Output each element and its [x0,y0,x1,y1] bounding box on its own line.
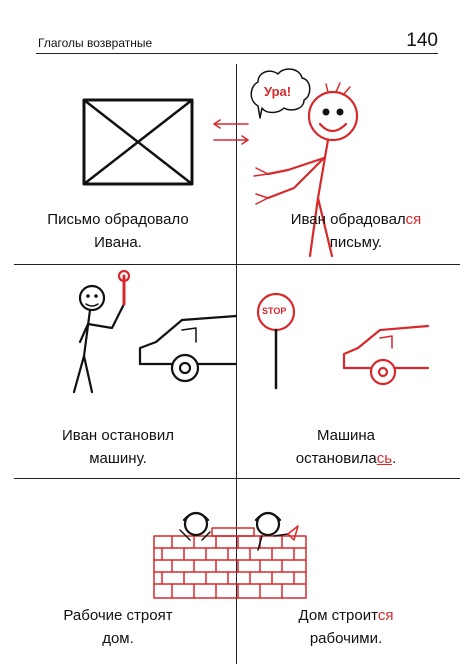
speech-bubble-text: Ура! [264,84,292,99]
grid-divider-horizontal-2 [14,478,460,479]
stop-sign-illustration [256,292,296,390]
caption-panel-3: Иван остановил машину. [18,424,218,470]
happy-man-illustration [253,82,359,258]
caption-line: Письмо обрадовало [47,211,189,228]
caption-text: . [392,450,397,467]
page-header-title: Глаголы возвратные [38,36,153,50]
caption-panel-5: Рабочие строят дом. [18,604,218,650]
caption-line: машину. [89,450,147,467]
brick-wall-illustration [153,511,307,599]
caption-panel-6: Дом строится рабочими. [246,604,446,650]
caption-line: Иван обрадовался [256,208,456,231]
caption-text: Дом строит [298,607,378,624]
speech-bubble [250,68,311,119]
grid-divider-horizontal-1 [14,264,460,265]
caption-panel-2: Иван обрадовался письму. [256,208,456,254]
caption-line: остановилась. [246,447,446,470]
page-number: 140 [406,30,438,51]
envelope-illustration [82,98,194,186]
caption-line: Рабочие строят [63,607,173,624]
stop-sign-label: STOP [262,306,287,316]
caption-line: Ивана. [94,234,142,251]
ivan-with-baton-illustration [72,269,131,394]
caption-panel-4: Машина остановилась. [246,424,446,470]
caption-line: Дом строится [246,604,446,627]
reflexive-suffix: ся [405,211,422,228]
reflexive-suffix: ся [377,607,394,624]
caption-line: рабочими. [309,630,383,647]
caption-line: Иван остановил [62,427,174,444]
caption-text: остановила [295,450,377,467]
caption-text: Иван обрадовал [290,211,406,228]
caption-panel-1: Письмо обрадовало Ивана. [18,208,218,254]
reflexive-suffix: сь [376,450,393,467]
caption-line: дом. [102,630,134,647]
caption-line: письму. [329,234,383,251]
car-illustration [138,314,238,383]
header-rule [36,53,438,54]
arrows-icon [213,119,249,145]
caption-line: Машина [316,427,376,444]
red-car-illustration [342,324,430,386]
